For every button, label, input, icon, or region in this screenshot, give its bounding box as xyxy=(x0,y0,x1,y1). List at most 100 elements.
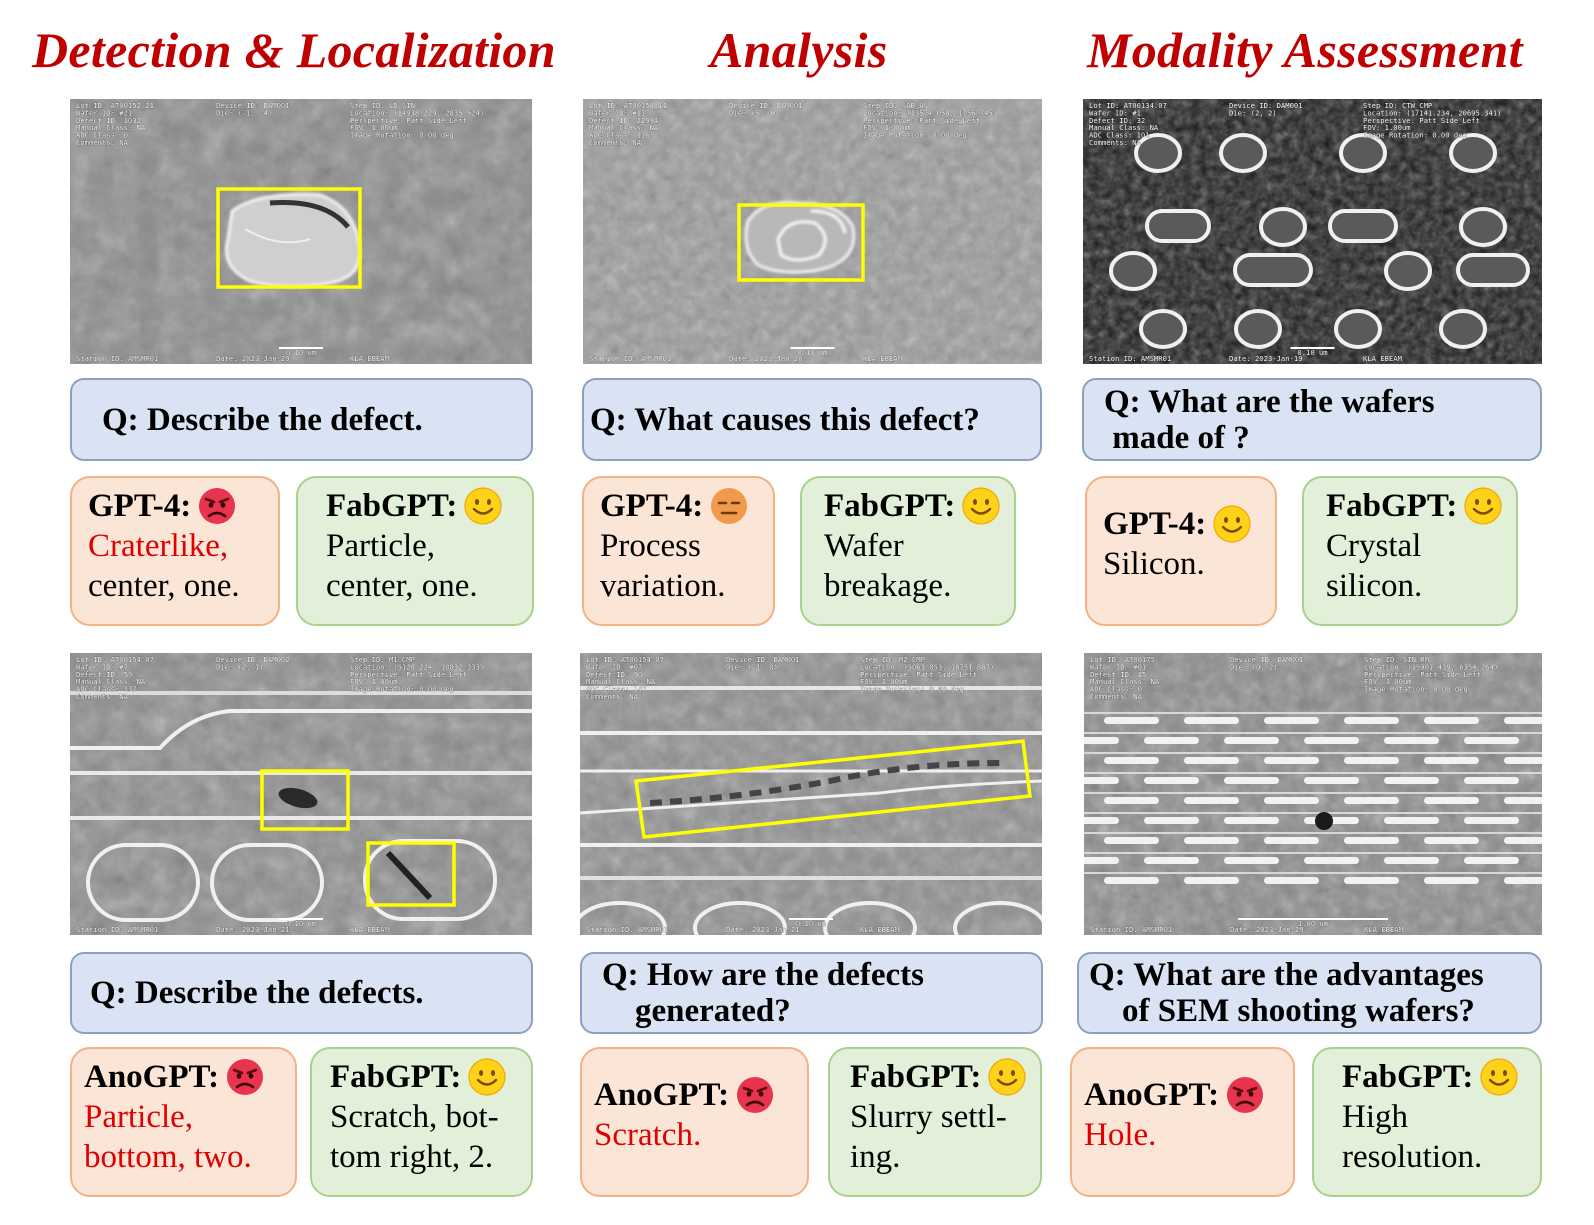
svg-text:Station ID: AMSMR01: Station ID: AMSMR01 xyxy=(586,925,668,934)
svg-text:Perspective: Patt_Side_Left: Perspective: Patt_Side_Left xyxy=(1363,116,1480,125)
angry-face-icon xyxy=(1227,1077,1264,1113)
svg-text:0.10 um: 0.10 um xyxy=(796,919,826,928)
svg-text:Wafer ID: #01: Wafer ID: #01 xyxy=(1090,662,1146,671)
svg-text:Lot ID: AT00175: Lot ID: AT00175 xyxy=(1090,655,1155,664)
answer-text: center, one. xyxy=(88,568,240,604)
question-text: Q: Describe the defects. xyxy=(90,975,424,1011)
answer-text: Slurry settl- xyxy=(850,1099,1007,1135)
question-box: Q: Describe the defect. xyxy=(70,378,533,461)
model-name: FabGPT: xyxy=(326,488,458,524)
smiling-face-icon xyxy=(464,487,502,525)
baseline-answer-box: GPT-4:Silicon. xyxy=(1085,476,1277,626)
svg-text:Device ID: DAM001: Device ID: DAM001 xyxy=(726,655,800,664)
svg-text:Comments: NA: Comments: NA xyxy=(1089,138,1142,147)
svg-text:Comments: NA: Comments: NA xyxy=(76,138,129,147)
svg-text:Station ID: AMSMR01: Station ID: AMSMR01 xyxy=(76,354,158,363)
svg-text:Die: (5, 0): Die: (5, 0) xyxy=(729,108,777,117)
question-text: Q: What causes this defect? xyxy=(590,401,980,438)
svg-text:Location: (14938.229, 2835.524: Location: (14938.229, 2835.524) xyxy=(350,108,484,117)
svg-text:Die: (2, 1): Die: (2, 1) xyxy=(216,662,264,671)
svg-text:Device ID: DAM002: Device ID: DAM002 xyxy=(216,655,290,664)
svg-text:Perspective: Patt_Side_Left: Perspective: Patt_Side_Left xyxy=(350,670,467,679)
fabgpt-answer-box: FabGPT: Wafer breakage. xyxy=(800,476,1016,626)
question-text: Q: What are the advantages of SEM shooti… xyxy=(1089,957,1484,1029)
svg-text:Wafer ID: #21: Wafer ID: #21 xyxy=(76,108,132,117)
answer-text: variation. xyxy=(600,568,726,604)
question-box: Q: What are the wafers made of ? xyxy=(1082,378,1542,461)
svg-text:Location: (13574.058, 1756.745: Location: (13574.058, 1756.745) xyxy=(863,108,997,117)
question-box: Q: What causes this defect? xyxy=(582,378,1042,461)
defect-bounding-box xyxy=(634,739,1032,839)
svg-text:Date: 2023-Jan-26: Date: 2023-Jan-26 xyxy=(729,354,803,363)
model-name-row: FabGPT: xyxy=(1326,486,1516,526)
smiling-face-icon xyxy=(988,1058,1026,1096)
svg-text:Station ID: AMSMR01: Station ID: AMSMR01 xyxy=(76,925,158,934)
answer-text: Silicon. xyxy=(1103,546,1205,582)
svg-text:Device ID: DAM001: Device ID: DAM001 xyxy=(729,101,803,110)
svg-text:1.00 um: 1.00 um xyxy=(1298,919,1328,928)
question-box: Q: How are the defects generated? xyxy=(580,952,1043,1034)
svg-text:Comments: NA: Comments: NA xyxy=(1090,692,1143,701)
model-name: FabGPT: xyxy=(1342,1059,1474,1095)
model-name-row: FabGPT: xyxy=(326,486,532,526)
svg-text:Station ID: AMSMR01: Station ID: AMSMR01 xyxy=(1090,925,1172,934)
svg-text:Lot ID: AT00152_21: Lot ID: AT00152_21 xyxy=(76,101,154,110)
defect-bounding-box xyxy=(366,841,456,907)
svg-text:Manual Class: NA: Manual Class: NA xyxy=(76,123,146,132)
svg-text:FOV: 1.00um: FOV: 1.00um xyxy=(1363,123,1411,132)
header-analysis: Analysis xyxy=(710,22,888,78)
svg-text:FOV: 1.00um: FOV: 1.00um xyxy=(860,677,908,686)
question-text: Q: What are the wafers made of ? xyxy=(1104,383,1435,456)
svg-text:Step ID: M1_CMP: Step ID: M1_CMP xyxy=(350,655,415,664)
answer-text: breakage. xyxy=(824,568,952,604)
baseline-answer-box: AnoGPT:Hole. xyxy=(1070,1047,1295,1197)
svg-text:Perspective: Patt_Side_Left: Perspective: Patt_Side_Left xyxy=(1364,670,1481,679)
svg-text:KLA EBEAM: KLA EBEAM xyxy=(863,354,903,363)
svg-text:Step ID: SIN_RM: Step ID: SIN_RM xyxy=(1364,655,1430,664)
answer-text: Scratch, bot- xyxy=(330,1099,499,1135)
model-name-row: FabGPT: xyxy=(1342,1057,1540,1097)
svg-text:FOV: 1.00um: FOV: 1.00um xyxy=(350,677,398,686)
svg-text:FOV: 3.00um: FOV: 3.00um xyxy=(1364,677,1412,686)
question-text: Q: How are the defects generated? xyxy=(602,957,924,1029)
model-name-row: GPT-4: xyxy=(600,486,773,526)
svg-text:Date: 2023-Jan-29: Date: 2023-Jan-29 xyxy=(1230,925,1304,934)
svg-text:Defect ID: 22994: Defect ID: 22994 xyxy=(589,116,658,125)
svg-text:0.10 um: 0.10 um xyxy=(286,348,316,357)
svg-text:Wafer ID: #1: Wafer ID: #1 xyxy=(1089,108,1141,117)
smiling-face-icon xyxy=(1480,1058,1518,1096)
model-name: GPT-4: xyxy=(600,488,704,524)
svg-text:Image Rotation: 0.00 deg: Image Rotation: 0.00 deg xyxy=(1364,685,1468,694)
smiling-face-icon xyxy=(468,1058,506,1096)
answer-text: Crystal xyxy=(1326,528,1422,564)
header-modality-assessment: Modality Assessment xyxy=(1087,22,1523,78)
svg-text:KLA EBEAM: KLA EBEAM xyxy=(350,925,390,934)
svg-text:Image Rotation: 0.00 deg: Image Rotation: 0.00 deg xyxy=(350,685,454,694)
wrong-answer-text: Hole. xyxy=(1084,1117,1157,1153)
model-name-row: FabGPT: xyxy=(850,1057,1040,1097)
svg-text:Comments: NA: Comments: NA xyxy=(76,692,129,701)
angry-face-icon xyxy=(199,488,236,524)
baseline-answer-box: GPT-4:Craterlike,center, one. xyxy=(70,476,280,626)
answer-text: center, one. xyxy=(326,568,478,604)
svg-text:Date: 2023-Jan-29: Date: 2023-Jan-29 xyxy=(216,354,290,363)
svg-text:Perspective: Patt_Side_Left: Perspective: Patt_Side_Left xyxy=(350,116,467,125)
angry-face-icon xyxy=(227,1059,264,1095)
svg-text:Comments: NA: Comments: NA xyxy=(589,138,642,147)
model-name: FabGPT: xyxy=(1326,488,1458,524)
answer-text: Process xyxy=(600,528,701,564)
svg-text:Image Rotation: 0.00 deg: Image Rotation: 0.00 deg xyxy=(350,131,454,140)
wrong-answer-text: Particle, xyxy=(84,1099,194,1135)
model-name: FabGPT: xyxy=(824,488,956,524)
model-name-row: AnoGPT: xyxy=(1084,1075,1293,1115)
answer-text: Wafer xyxy=(824,528,904,564)
svg-text:Lot ID: AT00154.07: Lot ID: AT00154.07 xyxy=(76,655,154,664)
svg-text:0.10 um: 0.10 um xyxy=(1297,348,1327,357)
model-name-row: AnoGPT: xyxy=(594,1075,807,1115)
svg-text:Wafer ID: #7: Wafer ID: #7 xyxy=(76,662,128,671)
